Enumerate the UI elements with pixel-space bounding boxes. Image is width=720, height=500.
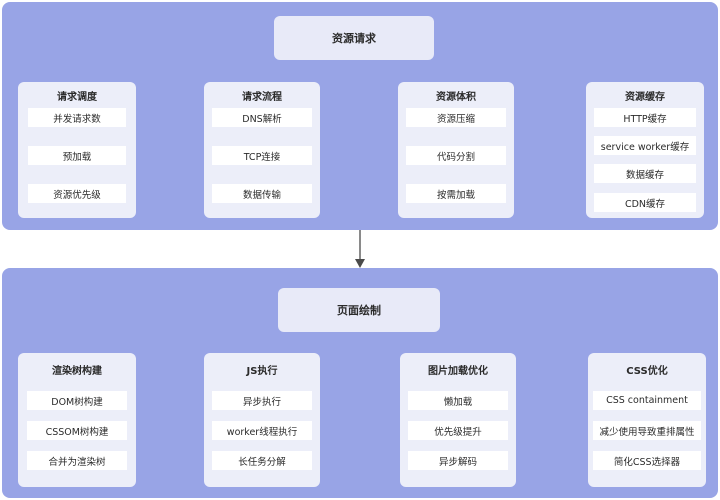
list-item: 异步解码 [408, 451, 508, 470]
group-css-optimization: CSS优化 CSS containment 减少使用导致重排属性 简化CSS选择… [588, 353, 706, 487]
group-title: 请求调度 [57, 92, 97, 103]
resource-request-panel: 资源请求 请求调度 并发请求数 预加载 资源优先级 请求流程 DNS解析 TCP… [2, 2, 718, 230]
resource-request-title: 资源请求 [274, 16, 434, 60]
list-item: CSS containment [593, 391, 701, 410]
list-item: TCP连接 [212, 146, 312, 165]
list-item: 长任务分解 [212, 451, 312, 470]
list-item: 简化CSS选择器 [593, 451, 701, 470]
group-resource-cache: 资源缓存 HTTP缓存 service worker缓存 数据缓存 CDN缓存 [586, 82, 704, 218]
group-image-loading: 图片加载优化 懒加载 优先级提升 异步解码 [400, 353, 516, 487]
list-item: 资源优先级 [28, 184, 126, 203]
list-item: 合并为渲染树 [27, 451, 127, 470]
group-title: 图片加载优化 [428, 366, 488, 377]
list-item: 异步执行 [212, 391, 312, 410]
page-render-title: 页面绘制 [278, 288, 440, 332]
list-item: worker线程执行 [212, 421, 312, 440]
group-title: 请求流程 [242, 92, 282, 103]
group-title: 资源体积 [436, 92, 476, 103]
group-request-scheduling: 请求调度 并发请求数 预加载 资源优先级 [18, 82, 136, 218]
list-item: 数据缓存 [594, 164, 696, 183]
group-request-flow: 请求流程 DNS解析 TCP连接 数据传输 [204, 82, 320, 218]
list-item: CSSOM树构建 [27, 421, 127, 440]
group-render-tree: 渲染树构建 DOM树构建 CSSOM树构建 合并为渲染树 [18, 353, 136, 487]
group-title: JS执行 [246, 366, 278, 377]
list-item: CDN缓存 [594, 193, 696, 212]
group-js-execution: JS执行 异步执行 worker线程执行 长任务分解 [204, 353, 320, 487]
list-item: 懒加载 [408, 391, 508, 410]
list-item: DNS解析 [212, 108, 312, 127]
list-item: 优先级提升 [408, 421, 508, 440]
list-item: 资源压缩 [406, 108, 506, 127]
list-item: 代码分割 [406, 146, 506, 165]
group-resource-size: 资源体积 资源压缩 代码分割 按需加载 [398, 82, 514, 218]
list-item: HTTP缓存 [594, 108, 696, 127]
group-title: 渲染树构建 [52, 366, 102, 377]
list-item: 并发请求数 [28, 108, 126, 127]
list-item: 减少使用导致重排属性 [593, 421, 701, 440]
flow-arrow-icon [355, 230, 365, 268]
list-item: DOM树构建 [27, 391, 127, 410]
list-item: 预加载 [28, 146, 126, 165]
group-title: 资源缓存 [625, 92, 665, 103]
group-title: CSS优化 [626, 366, 668, 377]
list-item: 数据传输 [212, 184, 312, 203]
list-item: 按需加载 [406, 184, 506, 203]
page-render-panel: 页面绘制 渲染树构建 DOM树构建 CSSOM树构建 合并为渲染树 JS执行 异… [2, 268, 718, 498]
list-item: service worker缓存 [594, 136, 696, 155]
